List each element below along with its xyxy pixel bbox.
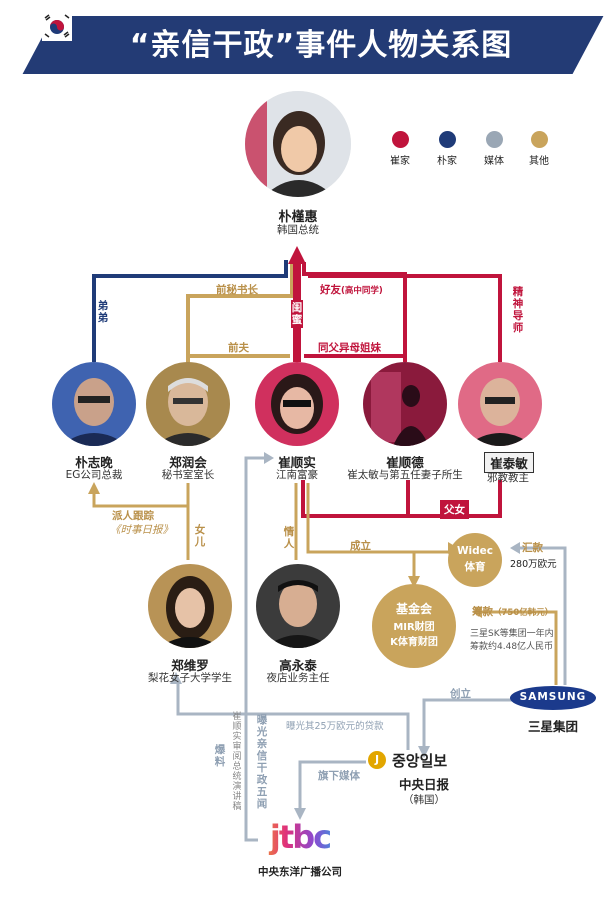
relation-remit-amount: 280万欧元 [510,559,557,570]
relation-raise-funds: 筹款（750亿韩元） [472,604,553,619]
org-widec-line1: Widec [456,545,494,557]
samsung-logo-text: SAMSUNG [519,691,587,703]
role-choi-soondeuk: 崔太敏与第五任妻子所生 [347,469,463,481]
portrait-go-youngtae [256,564,340,648]
legend-swatch-park [439,131,456,148]
relation-loan-exposed: 曝光其25万欧元的贷款 [286,721,384,732]
relation-brother: 弟弟 [97,300,109,324]
joongang-logo-text: 중앙일보 [392,752,448,770]
org-joongang-note: （韩国） [403,794,445,806]
relation-raise-funds-label: 筹款 [472,606,493,618]
portrait-choi-taemin [458,362,542,446]
org-jtbc-name: 中央东洋广播公司 [258,866,342,878]
joongang-logo-icon: J [368,751,386,769]
role-jeong-yura: 梨花女子大学学生 [148,672,232,684]
legend-label-media: 媒体 [484,156,504,167]
org-joongang-name: 中央日报 [398,777,449,792]
portrait-choi-soondeuk [363,362,447,446]
org-widec: Widec 体育 [448,533,502,587]
relation-established: 成立 [350,540,371,552]
relation-raise-note-1: 三星SK等集团一年内 [470,629,554,639]
name-park-geunhye: 朴槿惠 [278,210,318,225]
relation-former-secretary: 前秘书长 [216,284,258,296]
korea-flag-icon [42,13,72,41]
relation-leak: 爆料 [214,744,226,768]
relation-tracking: 派人跟踪 [112,510,154,522]
relation-half-sisters: 同父异母姐妹 [318,342,381,354]
relation-lover: 情人 [283,526,295,550]
relation-tracking-source: 《时事日报》 [110,524,173,536]
relation-raise-note-2: 筹款约4.48亿人民币 [470,642,554,652]
relation-expose-five: 曝光亲信干政五闻 [256,714,268,810]
name-choi-taemin: 崔泰敏 [484,452,534,473]
role-choi-taemin: 邪教教主 [487,472,529,484]
legend-swatch-media [486,131,503,148]
relation-confidante: 闺蜜 [291,300,303,328]
portrait-jeong-yunhoe [146,362,230,446]
role-choi-soonsil: 江南富豪 [276,469,318,481]
name-choi-soonsil: 崔顺实 [278,455,316,470]
relation-friend: 好友(高中同学) [320,282,383,297]
relation-friend-note: (高中同学) [341,286,383,296]
role-jeong-yunhoe: 秘书室室长 [161,469,215,481]
role-park-jiman: EG公司总裁 [65,469,123,481]
org-foundation-line1: 基金会 [395,602,432,616]
role-go-youngtae: 夜店业务主任 [266,672,330,684]
relation-remit: 汇款 [522,542,543,554]
jtbc-logo: jtbc [258,818,342,862]
org-widec-line2: 体育 [464,561,486,573]
name-go-youngtae: 高永泰 [279,658,317,673]
portrait-park-jiman [52,362,136,446]
portrait-choi-soonsil [255,362,339,446]
name-jeong-yura: 郑维罗 [171,658,209,673]
org-samsung-name: 三星集团 [527,719,578,734]
org-foundation-line3: K体育财团 [390,637,438,648]
org-foundation-line2: MIR财团 [393,622,435,633]
org-foundation: 基金会 MIR财团 K体育财团 [372,584,456,668]
legend-label-park: 朴家 [437,156,457,167]
samsung-logo: SAMSUNG [510,686,596,710]
relation-friend-label: 好友 [320,284,341,296]
relation-tablet-note: 崔顺实审阅总统演讲稿 [232,712,242,812]
relation-subsidiary: 旗下媒体 [318,770,360,782]
legend-swatch-cui [392,131,409,148]
legend-label-cui: 崔家 [390,156,410,167]
portrait-park-geunhye [245,91,351,197]
relation-mentor: 精神导师 [512,286,524,334]
legend-swatch-other [531,131,548,148]
page-title: “亲信干政”事件人物关系图 [129,28,513,63]
relation-father-daughter: 父女 [440,500,469,519]
relation-daughter: 女儿 [194,524,206,548]
name-choi-soondeuk: 崔顺德 [386,455,424,470]
legend-label-other: 其他 [529,156,549,167]
relation-raise-amount: （750亿韩元） [493,608,554,618]
jtbc-logo-text: jtbc [258,818,342,856]
relation-ex-husband: 前夫 [228,342,249,354]
name-park-jiman: 朴志晚 [75,455,113,470]
portrait-jeong-yura [148,564,232,648]
role-park-geunhye: 韩国总统 [277,224,319,236]
relation-founded: 创立 [450,688,471,700]
name-jeong-yunhoe: 郑润会 [169,455,207,470]
